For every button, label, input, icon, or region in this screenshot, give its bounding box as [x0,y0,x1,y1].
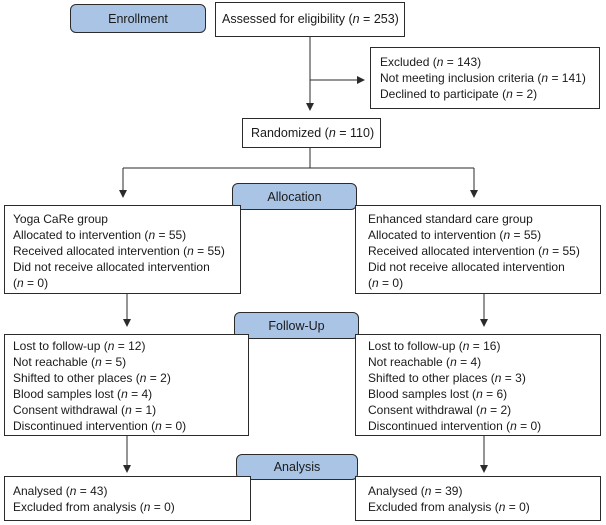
followup-line: Not reachable (n = 4) [368,355,482,369]
stage-followup: Follow-Up [234,312,359,339]
followup-line: Shifted to other places (n = 2) [13,371,171,385]
stage-label: Enrollment [108,11,168,26]
randomized-line: Randomized (n = 110) [251,126,375,140]
followup-line: Shifted to other places (n = 3) [368,371,526,385]
assessed-line: Assessed for eligibility (n = 253) [222,12,399,26]
followup-line: Blood samples lost (n = 4) [13,387,153,401]
group-title: Enhanced standard care group [368,212,533,226]
excluded-line: Declined to participate (n = 2) [380,87,538,101]
excluded-line: Not meeting inclusion criteria (n = 141) [380,71,586,85]
allocation-line: (n = 0) [13,276,49,290]
analysis-line: Analysed (n = 43) [13,484,108,498]
allocation-line: Received allocated intervention (n = 55) [368,244,580,258]
analysis-line: Excluded from analysis (n = 0) [368,500,530,514]
right-followup-box: Lost to follow-up (n = 16) Not reachable… [355,334,601,436]
analysis-line: Excluded from analysis (n = 0) [13,500,175,514]
followup-line: Lost to follow-up (n = 12) [13,339,146,353]
followup-line: Discontinued intervention (n = 0) [13,419,187,433]
group-title: Yoga CaRe group [13,212,108,226]
followup-line: Lost to follow-up (n = 16) [368,339,501,353]
stage-label: Allocation [267,189,322,204]
stage-allocation: Allocation [232,183,357,210]
right-allocation-box: Enhanced standard care group Allocated t… [355,205,601,294]
allocation-line: Received allocated intervention (n = 55) [13,244,225,258]
allocation-line: Did not receive allocated intervention [368,260,565,274]
left-followup-box: Lost to follow-up (n = 12) Not reachable… [4,334,249,436]
stage-label: Analysis [273,460,321,474]
allocation-line: Allocated to intervention (n = 55) [13,228,187,242]
excluded-line: Excluded (n = 143) [380,55,482,69]
stage-label: Follow-Up [268,318,325,333]
allocation-line: Did not receive allocated intervention [13,260,210,274]
stage-enrollment: Enrollment [70,4,206,33]
allocation-line: (n = 0) [368,276,404,290]
randomized-box: Randomized (n = 110) [242,118,381,148]
stage-analysis: Analysis [236,454,358,480]
assessed-box: Assessed for eligibility (n = 253) [215,2,405,37]
right-analysis-box: Analysed (n = 39) Excluded from analysis… [355,476,601,521]
allocation-line: Allocated to intervention (n = 55) [368,228,542,242]
analysis-line: Analysed (n = 39) [368,484,463,498]
followup-line: Consent withdrawal (n = 1) [13,403,157,417]
followup-line: Not reachable (n = 5) [13,355,127,369]
left-allocation-box: Yoga CaRe group Allocated to interventio… [4,205,241,294]
followup-line: Blood samples lost (n = 6) [368,387,508,401]
excluded-box: Excluded (n = 143) Not meeting inclusion… [370,47,600,109]
left-analysis-box: Analysed (n = 43) Excluded from analysis… [4,476,251,521]
followup-line: Discontinued intervention (n = 0) [368,419,542,433]
followup-line: Consent withdrawal (n = 2) [368,403,512,417]
